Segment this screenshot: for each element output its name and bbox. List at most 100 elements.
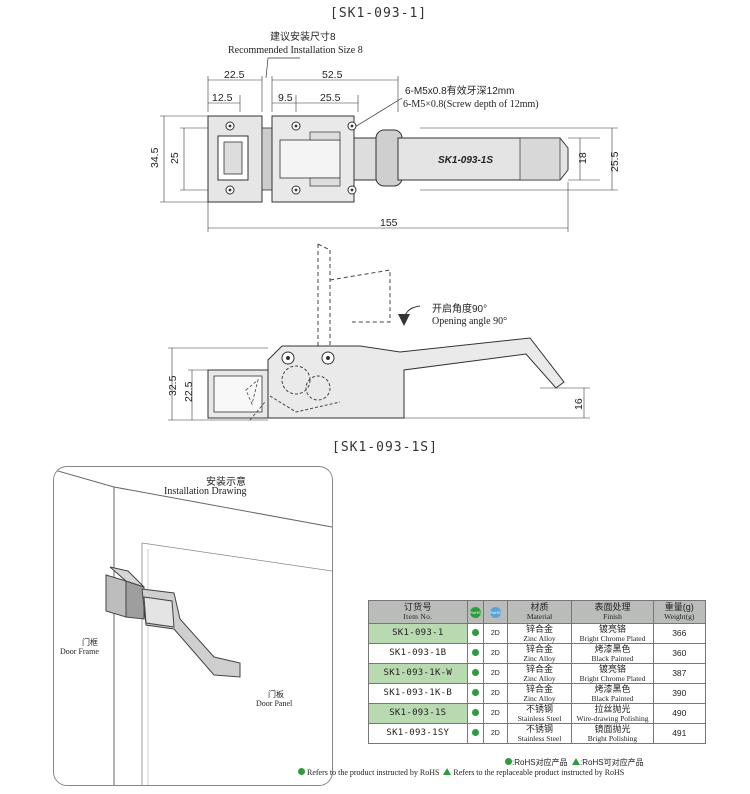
material-en: Stainless Steel (517, 713, 562, 723)
legend-en: Refers to the product instructed by RoHS… (298, 768, 624, 777)
finish-cn: 烤漆黑色 (594, 643, 631, 654)
material-cn: 锌合金 (526, 663, 554, 674)
material-en: Stainless Steel (517, 733, 562, 743)
material-cn: 不锈钢 (526, 723, 554, 734)
replace-triangle-icon (443, 768, 452, 775)
latch-side-view (207, 243, 565, 421)
weight: 390 (652, 683, 707, 704)
material-en: Zinc Alloy (523, 673, 556, 683)
finish-cn: 镀亮铬 (598, 623, 626, 634)
weight: 360 (652, 643, 707, 664)
legend-rohs-en: Refers to the product instructed by RoHS (307, 768, 440, 777)
install-title-en: Installation Drawing (164, 486, 247, 497)
item-no: SK1-093-1S (368, 703, 468, 724)
weight: 490 (652, 703, 707, 724)
rohs-dot-icon (471, 729, 479, 736)
header-weight-en: Weight(g) (664, 612, 695, 621)
header-item-cn: 订货号 (403, 602, 432, 612)
header-finish-cn: 表面处理 (594, 602, 631, 612)
finish-cn: 镜面抛光 (594, 723, 631, 734)
door-panel-cn: 门板 (268, 690, 284, 699)
rohs-replace-icon: RoHS (489, 606, 501, 618)
dim-34-5: 34.5 (149, 147, 161, 168)
material-cn: 锌合金 (526, 643, 554, 654)
install-title-cn: 安装示意 (206, 477, 246, 488)
dim-52-5: 52.5 (322, 69, 343, 81)
material-cn: 锌合金 (526, 623, 554, 634)
rohs-dot-icon (471, 689, 479, 696)
door-frame-cn: 门框 (82, 638, 98, 647)
dim-25-5-top: 25.5 (320, 92, 341, 104)
weight: 387 (652, 663, 707, 684)
header-material-cn: 材质 (530, 602, 549, 612)
dim-32-5: 32.5 (167, 375, 179, 396)
col2: 2D (483, 623, 508, 644)
dim-25: 25 (169, 152, 181, 164)
material-en: Zinc Alloy (523, 693, 556, 703)
material-cn: 不锈钢 (526, 703, 554, 714)
replace-triangle-icon (572, 758, 581, 765)
item-no: SK1-093-1K-B (368, 683, 468, 704)
header-finish-en: Finish (603, 612, 622, 621)
rohs-dot-icon (471, 669, 479, 676)
top-view-title: [SK1-093-1] (330, 6, 428, 21)
legend-rohs-cn: :RoHS对应产品 (512, 758, 568, 767)
header-weight-cn: 重量(g) (664, 602, 694, 612)
item-no: SK1-093-1SY (368, 723, 468, 744)
finish-en: Bright Chrome Plated (579, 633, 646, 643)
door-frame-en: Door Frame (60, 647, 99, 656)
screw-spec-en: 6-M5×0.8(Screw depth of 12mm) (403, 99, 539, 110)
material-cn: 锌合金 (526, 683, 554, 694)
dim-9-5: 9.5 (278, 92, 293, 104)
rohs-dot-icon (471, 649, 479, 656)
dim-16: 16 (573, 398, 585, 410)
install-size-en: Recommended Installation Size 8 (228, 45, 363, 56)
rohs-icon: RoHS (469, 606, 481, 618)
col2: 2D (483, 663, 508, 684)
material-en: Zinc Alloy (523, 633, 556, 643)
install-size-cn: 建议安装尺寸8 (270, 30, 336, 43)
col2: 2D (483, 703, 508, 724)
col2: 2D (483, 683, 508, 704)
side-view-title: [SK1-093-1S] (332, 440, 438, 455)
finish-en: Black Painted (591, 653, 634, 663)
opening-angle-en: Opening angle 90° (432, 316, 507, 327)
rohs-dot-icon (298, 768, 305, 775)
install-illustration (54, 469, 332, 785)
finish-en: Bright Polishing (587, 733, 638, 743)
rohs-dot-icon (471, 629, 479, 636)
item-no: SK1-093-1K-W (368, 663, 468, 684)
finish-en: Wire-drawing Polishing (576, 713, 649, 723)
dim-12-5: 12.5 (212, 92, 233, 104)
col2: 2D (483, 723, 508, 744)
weight: 491 (652, 723, 707, 744)
material-en: Zinc Alloy (523, 653, 556, 663)
latch-top-view (207, 115, 569, 203)
technical-drawing: 建议安装尺寸8 Recommended Installation Size 8 … (149, 30, 621, 421)
legend-replace-cn: :RoHS可对应产品 (580, 758, 644, 767)
screw-spec-cn: 6-M5x0.8有效牙深12mm (405, 84, 514, 97)
legend-cn: :RoHS对应产品 :RoHS可对应产品 (505, 757, 644, 768)
door-panel-en: Door Panel (256, 699, 293, 708)
dim-155: 155 (380, 217, 398, 229)
dim-25-5-right: 25.5 (609, 151, 621, 172)
dim-22-5: 22.5 (224, 69, 245, 81)
finish-cn: 镀亮铬 (598, 663, 626, 674)
finish-cn: 拉丝抛光 (594, 703, 631, 714)
finish-en: Black Painted (591, 693, 634, 703)
installation-drawing-panel: 安装示意 Installation Drawing 门框 Door Frame … (53, 466, 333, 786)
item-no: SK1-093-1B (368, 643, 468, 664)
item-no: SK1-093-1 (368, 623, 468, 644)
header-material-en: Material (526, 612, 553, 621)
header-item-en: Item No. (403, 612, 433, 621)
rohs-dot-icon (471, 709, 479, 716)
legend-replace-en: Refers to the replaceable product instru… (453, 768, 625, 777)
